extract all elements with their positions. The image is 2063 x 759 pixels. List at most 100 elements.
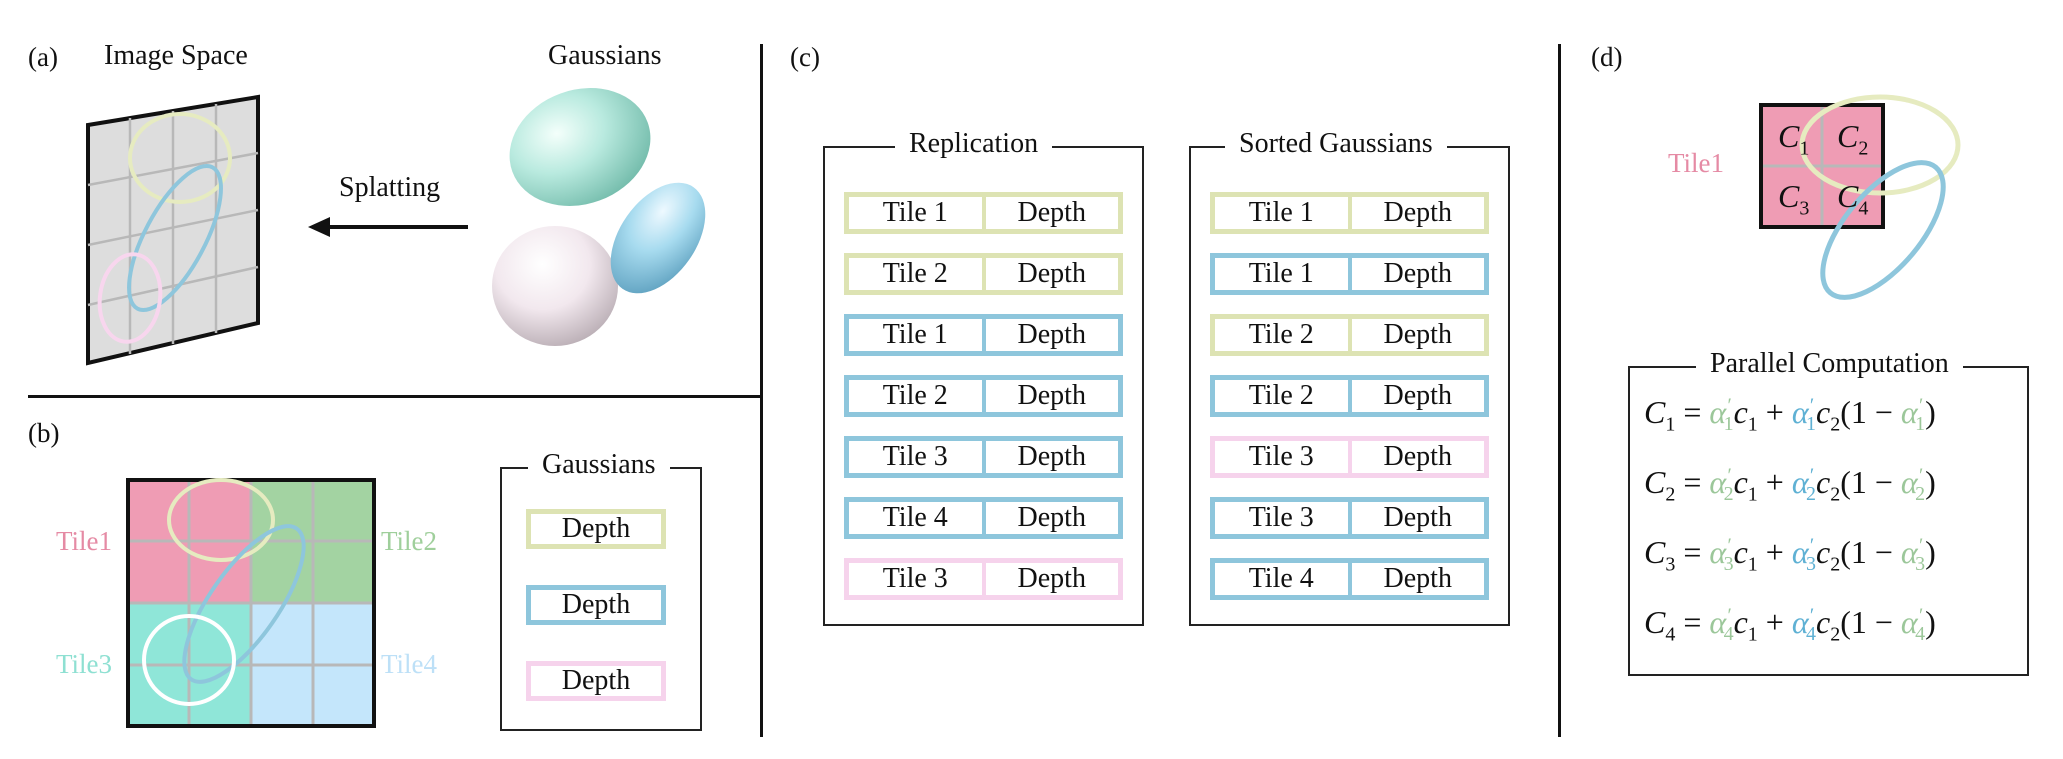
parallel-computation-title: Parallel Computation bbox=[1696, 348, 1963, 380]
replication-row-tile: Tile 1 bbox=[882, 319, 948, 350]
gaussian-ellipse-yellow bbox=[128, 112, 232, 204]
sorted-row-tile: Tile 2 bbox=[1248, 319, 1314, 350]
replication-row: Tile 3 Depth bbox=[844, 436, 1123, 478]
sorted-row: Tile 1 Depth bbox=[1210, 253, 1489, 295]
cell-c1-sub: 1 bbox=[1799, 137, 1810, 160]
splatting-label: Splatting bbox=[339, 172, 441, 203]
replication-row: Tile 1 Depth bbox=[844, 192, 1123, 234]
tile4-label: Tile4 bbox=[381, 649, 438, 679]
equation-lhs: C3 bbox=[1644, 534, 1676, 576]
replication-title: Replication bbox=[895, 128, 1053, 160]
sorted-row-tile: Tile 1 bbox=[1248, 197, 1314, 228]
splatting-arrow bbox=[308, 217, 468, 237]
sorted-row-tile: Tile 4 bbox=[1248, 563, 1314, 594]
replication-row-depth: Depth bbox=[981, 258, 1119, 290]
divider-vertical-left bbox=[760, 44, 763, 737]
replication-row: Tile 2 Depth bbox=[844, 375, 1123, 417]
cell-c1-symbol: C bbox=[1778, 118, 1800, 154]
replication-row-tile: Tile 2 bbox=[882, 258, 948, 289]
replication-row-depth: Depth bbox=[981, 441, 1119, 473]
replication-row-depth: Depth bbox=[981, 319, 1119, 351]
cell-c1: C1 bbox=[1778, 118, 1809, 160]
parallel-computation-group: Parallel Computation C1 = α′1c1 + α′1c2(… bbox=[1628, 348, 2029, 676]
sorted-title: Sorted Gaussians bbox=[1225, 128, 1447, 160]
tile-ellipse-blue bbox=[182, 524, 306, 684]
sorted-row: Tile 3 Depth bbox=[1210, 436, 1489, 478]
replication-row-tile: Tile 1 bbox=[882, 197, 948, 228]
sorted-row-tile: Tile 1 bbox=[1248, 258, 1314, 289]
equation-c2: C2 = α′2c1 + α′2c2(1 − α′2) bbox=[1644, 464, 1936, 506]
divider-horizontal bbox=[28, 395, 761, 398]
tile-grid bbox=[126, 478, 376, 728]
tile-ellipse-yellow bbox=[167, 478, 275, 562]
panel-a-label: (a) bbox=[28, 42, 58, 72]
sorted-row: Tile 1 Depth bbox=[1210, 192, 1489, 234]
gaussian-ellipse-blue bbox=[127, 163, 223, 313]
sorted-row-depth: Depth bbox=[1347, 197, 1485, 229]
zoom-ellipse-yellow bbox=[1799, 94, 1961, 196]
sorted-row-depth: Depth bbox=[1347, 319, 1485, 351]
sorted-row: Tile 2 Depth bbox=[1210, 375, 1489, 417]
divider-vertical-right bbox=[1558, 44, 1561, 737]
sorted-row: Tile 2 Depth bbox=[1210, 314, 1489, 356]
replication-row: Tile 4 Depth bbox=[844, 497, 1123, 539]
replication-row-depth: Depth bbox=[981, 380, 1119, 412]
cell-c4: C4 bbox=[1837, 178, 1868, 220]
tile2-label: Tile2 bbox=[381, 526, 438, 556]
cell-c3-symbol: C bbox=[1778, 178, 1800, 214]
d-tile1-label: Tile1 bbox=[1668, 148, 1725, 178]
replication-row-depth: Depth bbox=[981, 197, 1119, 229]
gaussian-green-3d bbox=[509, 88, 651, 206]
legend-depth-pink: Depth bbox=[526, 661, 666, 701]
cell-c2: C2 bbox=[1837, 118, 1868, 160]
cell-c3-sub: 3 bbox=[1799, 197, 1810, 220]
image-space-title: Image Space bbox=[104, 40, 248, 71]
equation-lhs: C1 bbox=[1644, 394, 1676, 436]
cell-c3: C3 bbox=[1778, 178, 1809, 220]
cell-c2-sub: 2 bbox=[1858, 137, 1869, 160]
replication-row-depth: Depth bbox=[981, 502, 1119, 534]
legend-depth-blue: Depth bbox=[526, 585, 666, 625]
gaussians-3d bbox=[492, 88, 706, 346]
tile-ellipse-white bbox=[142, 614, 236, 706]
panel-b-label: (b) bbox=[28, 418, 60, 448]
equation-lhs: C2 bbox=[1644, 464, 1676, 506]
sorted-row: Tile 4 Depth bbox=[1210, 558, 1489, 600]
replication-row-tile: Tile 3 bbox=[882, 563, 948, 594]
cell-c4-symbol: C bbox=[1837, 178, 1859, 214]
gaussians-legend-title: Gaussians bbox=[528, 449, 670, 481]
equation-lhs: C4 bbox=[1644, 604, 1676, 646]
sorted-row-depth: Depth bbox=[1347, 441, 1485, 473]
replication-row: Tile 2 Depth bbox=[844, 253, 1123, 295]
gaussians-legend: Gaussians Depth Depth Depth bbox=[500, 449, 702, 731]
replication-row-tile: Tile 2 bbox=[882, 380, 948, 411]
replication-row-tile: Tile 3 bbox=[882, 441, 948, 472]
legend-depth-yellow: Depth bbox=[526, 509, 666, 549]
sorted-row-depth: Depth bbox=[1347, 563, 1485, 595]
panel-c-label: (c) bbox=[790, 42, 820, 72]
sorted-row-depth: Depth bbox=[1347, 502, 1485, 534]
sorted-row: Tile 3 Depth bbox=[1210, 497, 1489, 539]
panel-d-label: (d) bbox=[1591, 42, 1623, 72]
tile3-label: Tile3 bbox=[56, 649, 113, 679]
equation-c4: C4 = α′4c1 + α′4c2(1 − α′4) bbox=[1644, 604, 1936, 646]
gaussians-title: Gaussians bbox=[548, 40, 662, 71]
sorted-row-depth: Depth bbox=[1347, 380, 1485, 412]
gaussian-pink-3d bbox=[492, 226, 618, 346]
cell-c4-sub: 4 bbox=[1858, 197, 1869, 220]
equation-c1: C1 = α′1c1 + α′1c2(1 − α′1) bbox=[1644, 394, 1936, 436]
tile1-label: Tile1 bbox=[56, 526, 113, 556]
cell-c2-symbol: C bbox=[1837, 118, 1859, 154]
sorted-row-tile: Tile 2 bbox=[1248, 380, 1314, 411]
replication-row-tile: Tile 4 bbox=[882, 502, 948, 533]
sorted-row-tile: Tile 3 bbox=[1248, 502, 1314, 533]
image-space-plane bbox=[86, 94, 260, 366]
replication-row-depth: Depth bbox=[981, 563, 1119, 595]
replication-row: Tile 1 Depth bbox=[844, 314, 1123, 356]
sorted-row-depth: Depth bbox=[1347, 258, 1485, 290]
replication-row: Tile 3 Depth bbox=[844, 558, 1123, 600]
tile1-zoom bbox=[1759, 94, 1961, 300]
sorted-row-tile: Tile 3 bbox=[1248, 441, 1314, 472]
equation-c3: C3 = α′3c1 + α′3c2(1 − α′3) bbox=[1644, 534, 1936, 576]
